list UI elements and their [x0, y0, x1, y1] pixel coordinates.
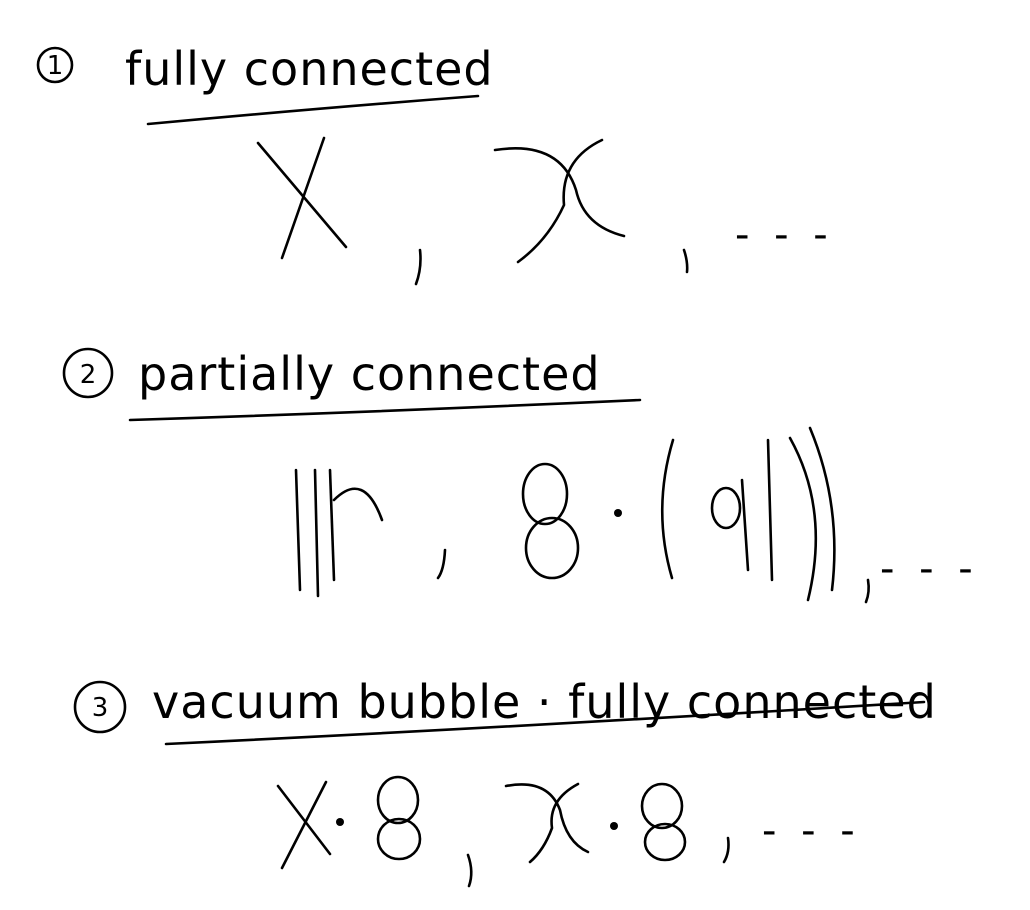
diagram-vertical-lines: [294, 468, 320, 598]
comma: [436, 548, 447, 580]
section-2-number-circle: [62, 347, 114, 399]
section-3-underline: [164, 700, 926, 746]
section-2-underline: [128, 398, 642, 422]
section-3-number: 3: [92, 693, 109, 723]
section-2-ellipsis: - - -: [880, 546, 979, 592]
comma: [864, 578, 870, 604]
diagram-figure-eight: [521, 462, 580, 580]
section-1-number: 1: [47, 51, 64, 81]
section-2-title: partially connected: [138, 347, 601, 401]
diagram-vertex-times-bubble: [276, 775, 422, 870]
section-2: 2 partially connected - -: [62, 347, 979, 604]
comma: [414, 248, 422, 286]
section-1-ellipsis: - - -: [735, 212, 834, 258]
diagram-parenthesized: [660, 426, 836, 602]
section-1: 1 fully connected - - -: [36, 42, 834, 286]
section-1-underline: [146, 94, 480, 126]
section-3-number-circle: [73, 680, 127, 734]
diagram-four-point-vertex: [256, 136, 348, 260]
comma: [722, 836, 730, 864]
section-3: 3 vacuum bubble · fully connected - - -: [73, 675, 937, 888]
section-3-ellipsis: - - -: [762, 808, 861, 854]
comma: [682, 248, 689, 274]
comma: [466, 853, 473, 888]
diagram-line-with-bump: [328, 468, 384, 582]
section-2-number: 2: [80, 360, 97, 390]
diagram-loop-times-bubble: [504, 782, 687, 864]
section-3-title: vacuum bubble · fully connected: [152, 675, 937, 729]
diagram-crossed-loop: [493, 138, 626, 264]
section-1-title: fully connected: [125, 42, 494, 96]
dot: [614, 509, 622, 517]
section-1-number-circle: [36, 46, 74, 84]
